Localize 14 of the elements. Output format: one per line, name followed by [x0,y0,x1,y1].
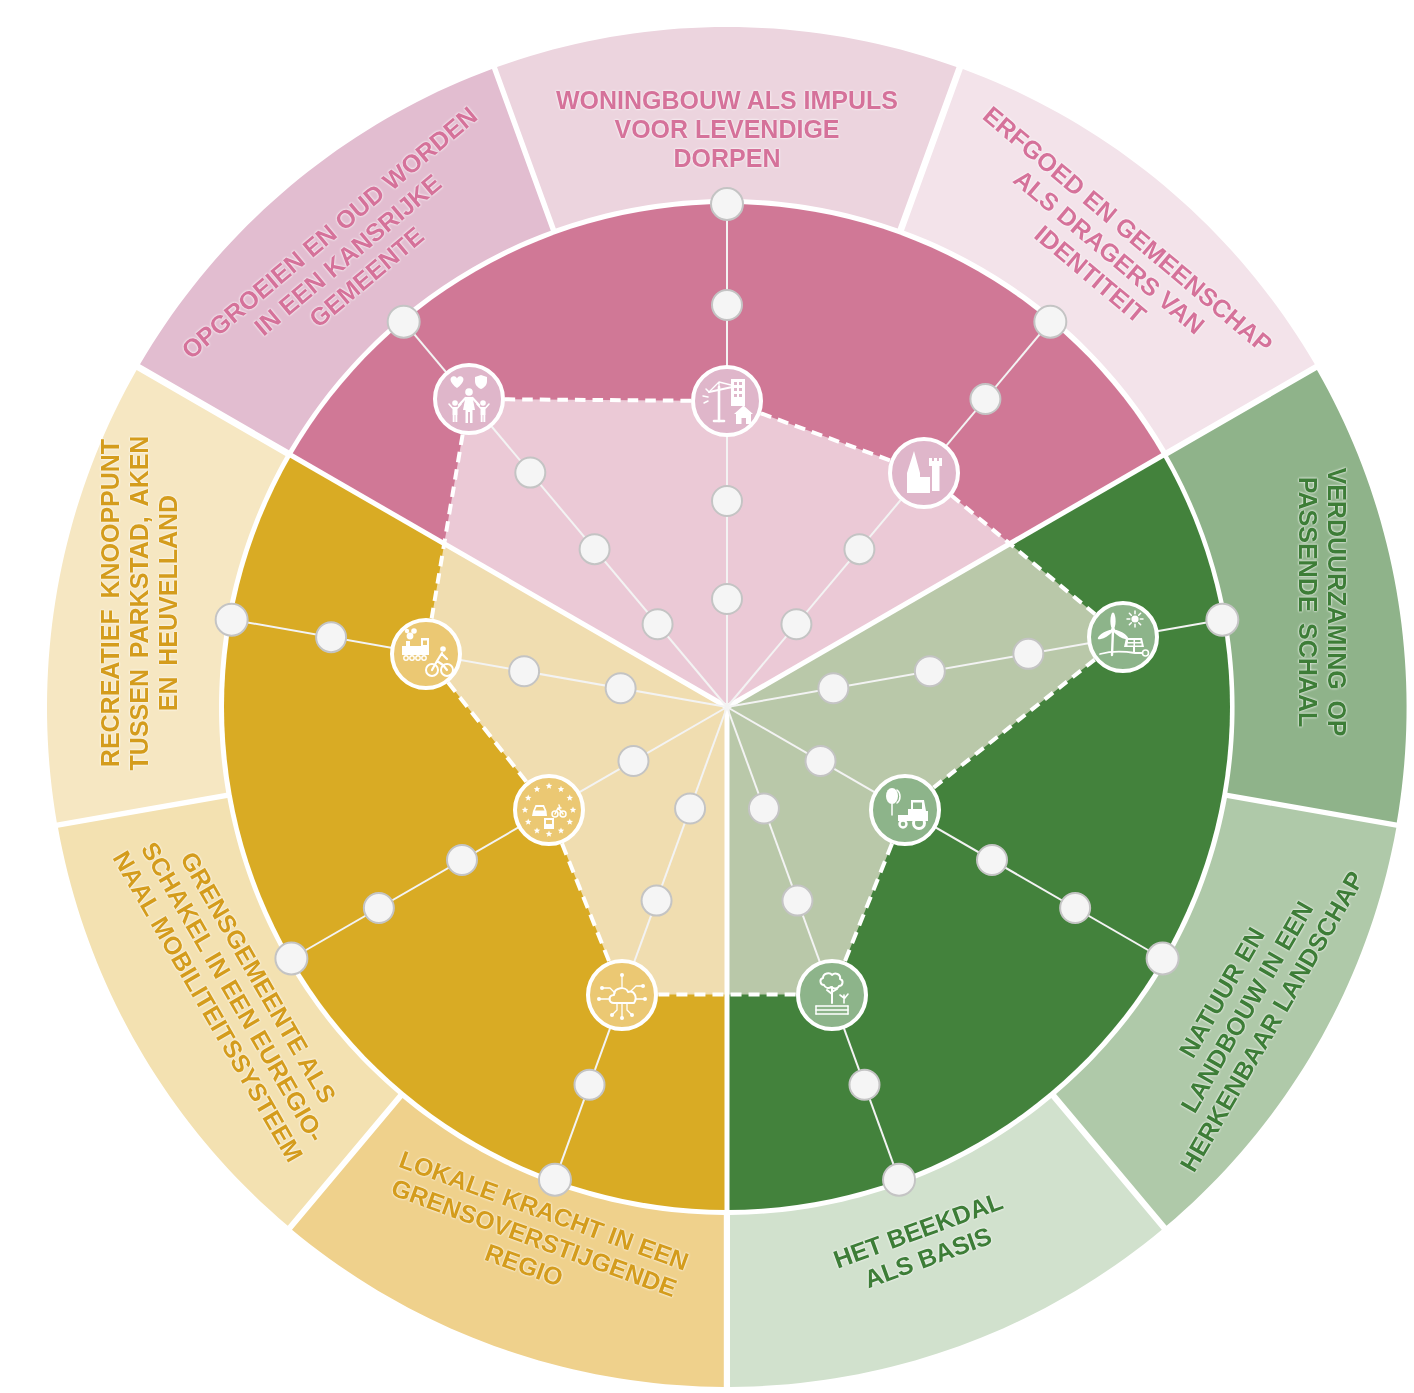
dashed-line [843,842,894,962]
dashed-line [760,411,891,463]
dashed-line [932,658,1096,790]
segment-title: WONINGBOUW ALS IMPULS VOOR LEVENDIGE DORPEN [555,85,899,173]
dashed-line [504,397,691,403]
dashed-line [429,434,465,619]
dashed-line [950,494,1097,616]
dashed-line [560,842,611,962]
ring-segment [1168,369,1407,823]
dashed-line [446,680,528,783]
dashed-line [658,992,796,997]
ring-segment [730,1098,1162,1387]
ring-segment [497,27,957,229]
ring-segment [47,369,286,823]
